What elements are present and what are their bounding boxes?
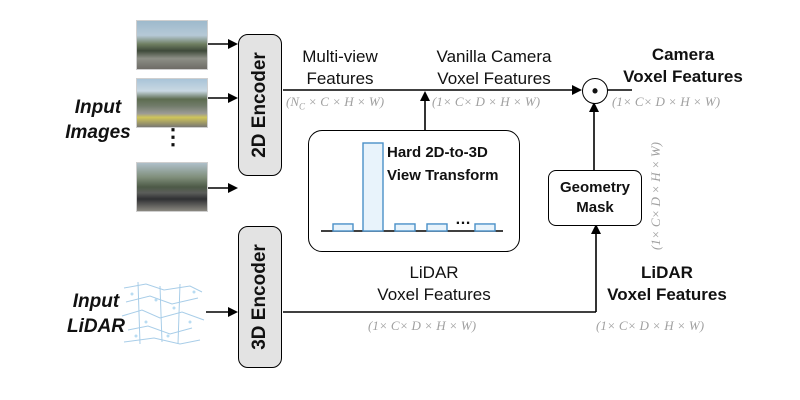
view-transform-box: Hard 2D-to-3D View Transform … (308, 130, 520, 252)
multiview-features-label: Multi-view Features (302, 47, 378, 89)
view-transform-title: Hard 2D-to-3D View Transform (387, 144, 499, 185)
lidar-voxel-mid-label: LiDAR Voxel Features (377, 263, 491, 305)
vanilla-camera-voxel-dims: (1× C× D × H × W) (432, 94, 541, 109)
geometry-mask-box: Geometry Mask (548, 170, 642, 226)
dot-symbol: • (591, 81, 599, 101)
transform-bar-3 (394, 223, 416, 232)
encoder-3d-label: 3D Encoder (249, 244, 270, 350)
input-images-label: Input Images (65, 97, 131, 143)
input-lidar-pointcloud (121, 281, 205, 345)
encoder-2d-label: 2D Encoder (249, 52, 270, 158)
input-image-street-2 (136, 78, 208, 128)
input-lidar-label: Input LiDAR (66, 291, 126, 337)
camera-voxel-dims: (1× C× D × H × W) (612, 94, 721, 109)
geometry-mask-dims: (1× C× D × H × W) (648, 141, 663, 251)
vanilla-camera-voxel-label: Vanilla Camera Voxel Features (436, 47, 552, 89)
lidar-voxel-mid-dims: (1× C× D × H × W) (368, 318, 477, 333)
multiview-features-dims: (NC × C × H × W) (286, 94, 385, 112)
elementwise-product-operator: • (582, 78, 608, 104)
lidar-voxel-out-dims: (1× C× D × H × W) (596, 318, 705, 333)
encoder-2d: 2D Encoder (238, 34, 282, 176)
geometry-mask-label: Geometry Mask (559, 178, 631, 216)
input-image-street-1 (136, 20, 208, 70)
transform-bar-5 (474, 223, 496, 232)
transform-ellipsis: … (455, 211, 471, 228)
input-image-street-3 (136, 162, 208, 212)
transform-bar-chart (321, 142, 503, 232)
camera-voxel-label: Camera Voxel Features (623, 45, 743, 87)
vertical-ellipsis: ⋮ (162, 124, 184, 149)
encoder-3d: 3D Encoder (238, 226, 282, 368)
transform-bar-4 (426, 223, 448, 232)
transform-bar-2 (362, 142, 384, 232)
transform-bar-1 (332, 223, 354, 232)
lidar-voxel-out-label: LiDAR Voxel Features (607, 263, 727, 305)
